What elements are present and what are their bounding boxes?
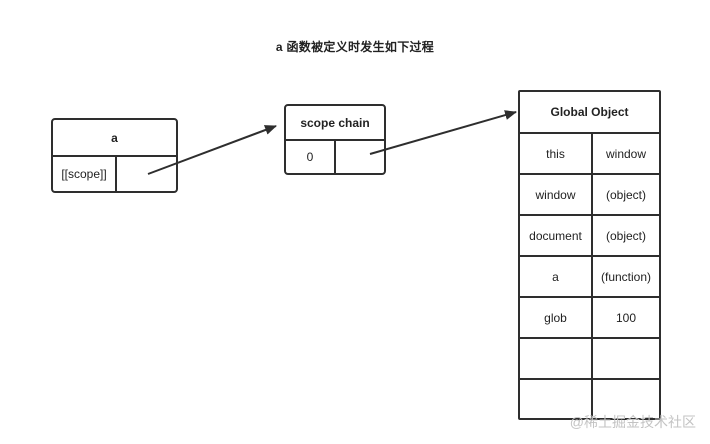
global-object-key: a	[552, 269, 559, 284]
scope-chain-box: scope chain 0	[284, 104, 386, 175]
global-object-row: glob 100	[520, 298, 659, 339]
global-object-box: Global Object this window window (object…	[518, 90, 661, 420]
scope-to-chain-arrow	[147, 125, 277, 175]
global-object-value: (object)	[591, 216, 659, 255]
function-a-box: a [[scope]]	[51, 118, 178, 193]
global-object-row: this window	[520, 134, 659, 175]
global-object-value: (function)	[591, 257, 659, 296]
scope-chain-pointer	[334, 141, 384, 173]
chain-to-global-arrow	[369, 110, 517, 155]
global-object-row	[520, 339, 659, 380]
diagram-title: a 函数被定义时发生如下过程	[275, 40, 435, 54]
function-a-header: a	[53, 120, 176, 157]
scope-chain-header: scope chain	[286, 106, 384, 141]
global-object-key: window	[535, 187, 576, 202]
watermark: @稀土掘金技术社区	[569, 414, 696, 430]
global-object-key: glob	[544, 310, 567, 325]
global-object-key: this	[546, 146, 565, 161]
global-object-value	[591, 339, 659, 378]
scope-property-key: [[scope]]	[61, 167, 107, 181]
global-object-value: (object)	[591, 175, 659, 214]
scope-chain-index: 0	[306, 150, 314, 164]
global-object-row: a (function)	[520, 257, 659, 298]
global-object-row: document (object)	[520, 216, 659, 257]
global-object-value: 100	[591, 298, 659, 337]
global-object-row	[520, 380, 659, 420]
global-object-value	[591, 380, 659, 420]
global-object-key: document	[529, 228, 582, 243]
global-object-row: window (object)	[520, 175, 659, 216]
scope-property-value	[115, 157, 176, 191]
global-object-header: Global Object	[520, 92, 659, 134]
global-object-value: window	[591, 134, 659, 173]
